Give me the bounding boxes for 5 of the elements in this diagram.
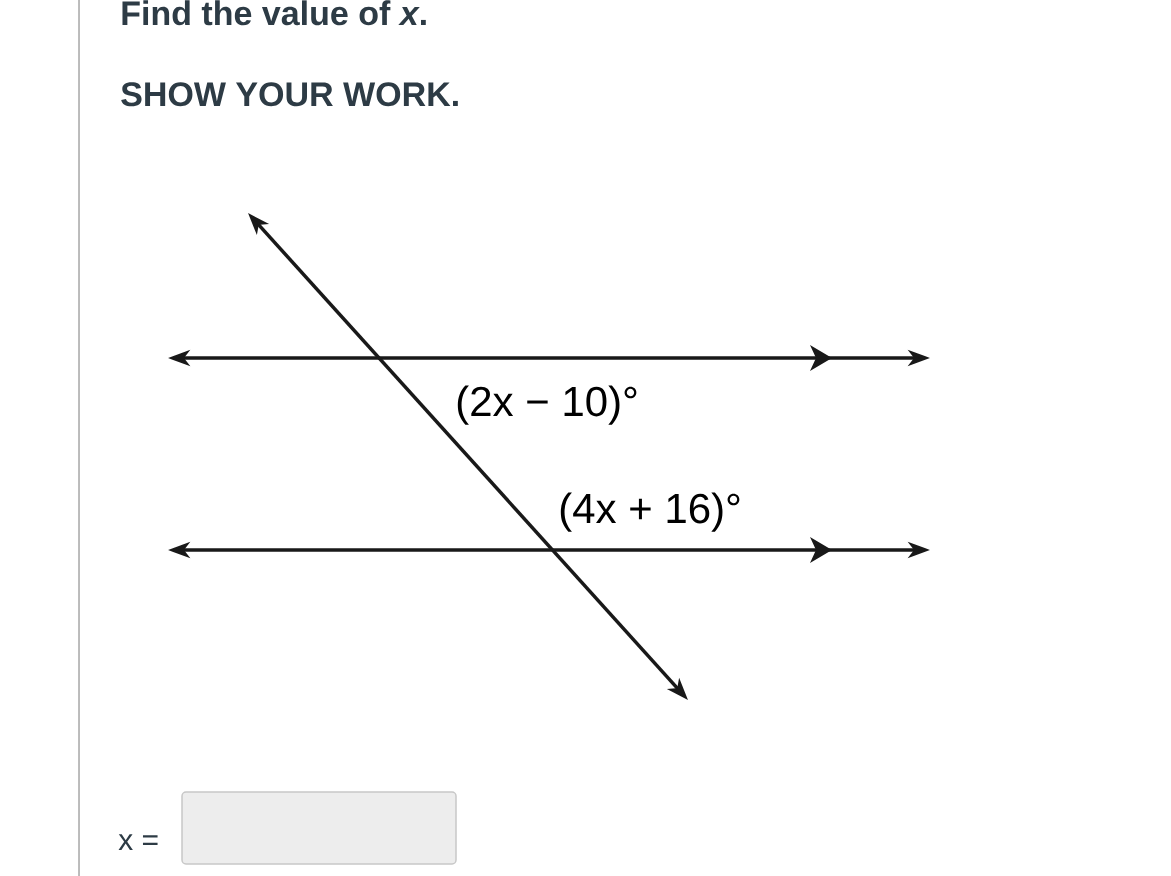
angle-label: (4x + 16)° <box>560 492 740 532</box>
instruction-text: SHOW YOUR WORK. <box>121 82 458 107</box>
angle-label: (2x − 10)° <box>457 385 637 425</box>
question-title: Find the value of x. <box>122 0 426 26</box>
answer-label: x = <box>118 834 158 850</box>
